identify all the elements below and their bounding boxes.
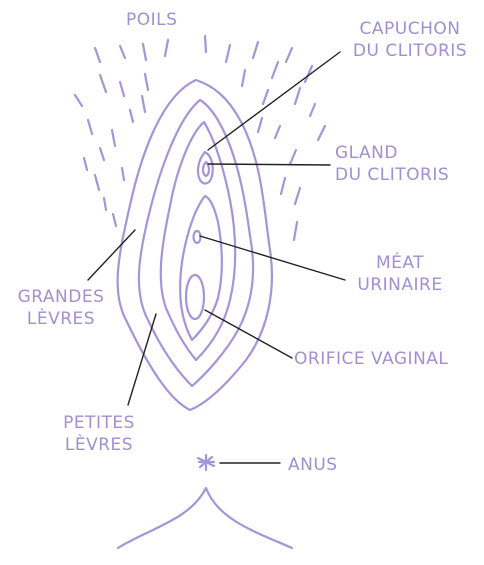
leader-petites (128, 314, 156, 405)
label-grandes-line1: GRANDES (6, 286, 116, 308)
label-capuchon-du-clitoris: CAPUCHON DU CLITORIS (340, 18, 480, 62)
label-capuchon-line2: DU CLITORIS (340, 40, 480, 62)
label-orifice-vaginal: ORIFICE VAGINAL (294, 348, 448, 370)
vestibule-outline (180, 196, 222, 340)
label-gland-du-clitoris: GLAND DU CLITORIS (335, 142, 449, 186)
label-grandes-levres: GRANDES LÈVRES (6, 286, 116, 330)
label-grandes-line2: LÈVRES (6, 308, 116, 330)
leader-grandes (88, 230, 135, 280)
label-meat-line2: URINAIRE (340, 274, 460, 296)
leader-orifice (205, 310, 292, 358)
label-poils: POILS (126, 9, 177, 31)
label-capuchon-line1: CAPUCHON (340, 18, 480, 40)
orifice-vaginal-shape (186, 275, 204, 319)
label-petites-line1: PETITES (44, 412, 154, 434)
label-petites-levres: PETITES LÈVRES (44, 412, 154, 456)
label-petites-line2: LÈVRES (44, 434, 154, 456)
label-anus: ANUS (288, 454, 338, 476)
capuchon-shape (198, 152, 213, 183)
anus-shape (198, 455, 214, 470)
label-gland-line2: DU CLITORIS (335, 164, 449, 186)
buttocks-curve (118, 488, 292, 548)
leader-gland (208, 164, 330, 165)
label-meat-urinaire: MÉAT URINAIRE (340, 252, 460, 296)
grandes-levres-outline (118, 80, 272, 410)
label-gland-line1: GLAND (335, 142, 449, 164)
pubic-hair-strokes (75, 36, 325, 240)
meat-urinaire-shape (194, 231, 201, 243)
petites-levres-outline (161, 122, 236, 360)
label-meat-line1: MÉAT (340, 252, 460, 274)
